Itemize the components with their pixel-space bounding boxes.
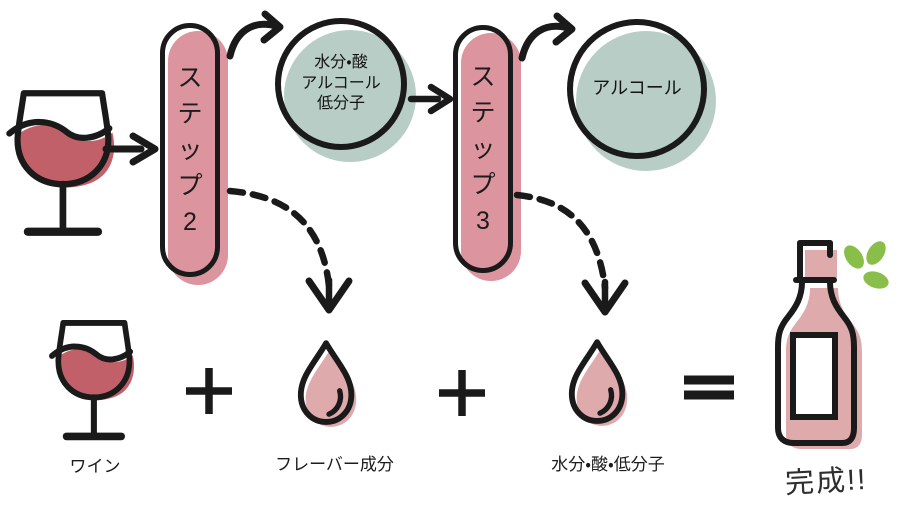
step3-output-circle: アルコール bbox=[567, 19, 707, 159]
step3-pill: ス テ ッ プ 3 bbox=[453, 25, 513, 273]
step3-char: ッ bbox=[470, 134, 496, 163]
bottle-label bbox=[790, 332, 838, 420]
done-label: 完成!! bbox=[784, 463, 869, 501]
curved-arrow-icon bbox=[226, 10, 284, 60]
step3-char: ス bbox=[470, 62, 496, 91]
dashed-arrow-icon bbox=[226, 187, 353, 314]
droplet-shine bbox=[326, 388, 344, 417]
curved-arrow-icon bbox=[518, 12, 576, 62]
step2-output-line: 水分・酸 bbox=[314, 53, 368, 71]
wine-glass-icon bbox=[6, 90, 115, 236]
wine-label: ワイン bbox=[69, 457, 121, 476]
step3-output-line: アルコール bbox=[592, 78, 682, 99]
droplet-icon bbox=[297, 340, 357, 427]
step2-char: 2 bbox=[183, 207, 197, 236]
wine-glass-icon bbox=[49, 319, 135, 441]
step3-char: プ bbox=[470, 170, 496, 199]
equals-icon bbox=[684, 375, 734, 400]
step2-output-line: アルコール bbox=[301, 74, 381, 92]
glass-outline bbox=[6, 90, 113, 236]
glass-outline bbox=[49, 319, 134, 441]
step3-char: 3 bbox=[476, 206, 490, 235]
leaf-icon bbox=[844, 241, 889, 289]
step2-pill: ス テ ッ プ 2 bbox=[160, 23, 220, 277]
dashed-arrow-icon bbox=[513, 191, 629, 316]
wine-bottle-icon bbox=[775, 240, 889, 449]
step2-char: ッ bbox=[177, 135, 203, 164]
flavor-label: フレーバー成分 bbox=[275, 455, 394, 474]
plus-icon bbox=[186, 368, 232, 414]
droplet-shine bbox=[597, 387, 615, 416]
arrow-right-icon bbox=[407, 83, 454, 115]
droplet-outline bbox=[297, 340, 355, 425]
step2-char: ス bbox=[177, 63, 203, 92]
arrow-right-icon bbox=[102, 132, 159, 166]
droplet-outline bbox=[568, 339, 626, 424]
step3-char: テ bbox=[470, 98, 496, 127]
step2-output-line: 低分子 bbox=[316, 95, 365, 113]
step2-char: テ bbox=[177, 99, 203, 128]
droplet-icon bbox=[568, 339, 628, 426]
step2-output-circle: 水分・酸 アルコール 低分子 bbox=[275, 18, 407, 150]
plus-icon bbox=[439, 370, 485, 416]
step2-char: プ bbox=[177, 171, 203, 200]
wine-fill bbox=[57, 348, 135, 401]
bottle-outline bbox=[775, 240, 857, 446]
wine-fill bbox=[16, 124, 115, 188]
water-acid-label: 水分・酸・低分子 bbox=[551, 455, 665, 474]
